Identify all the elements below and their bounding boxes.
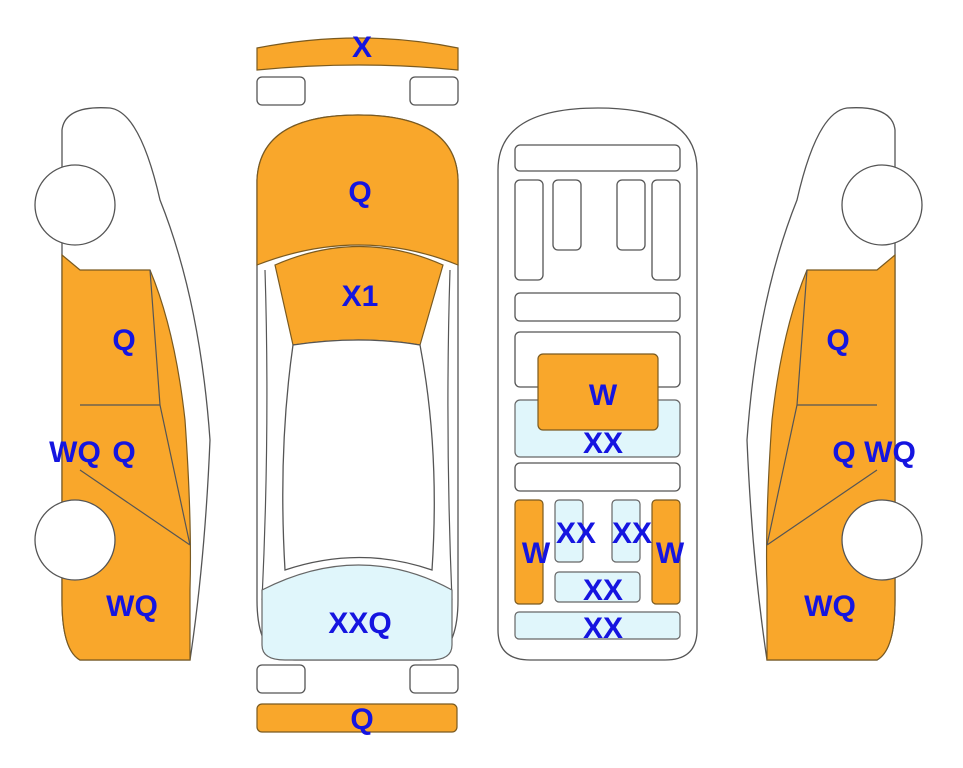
trunk-label: XX <box>583 612 623 645</box>
rear-left-pad[interactable] <box>514 499 544 605</box>
trunk-area[interactable] <box>514 611 681 640</box>
windshield-label: X1 <box>342 280 379 313</box>
hood[interactable] <box>256 114 459 266</box>
hood-label: Q <box>348 176 371 209</box>
rear-left-light <box>256 664 306 694</box>
left-side-car: Q Q WQ WQ <box>34 107 211 661</box>
front-right-light <box>409 76 459 106</box>
right-side-car: Q Q WQ WQ <box>746 107 923 661</box>
left-front-wheel <box>34 164 116 246</box>
rear-right-seat[interactable] <box>611 499 641 563</box>
center-console-label: W <box>589 379 618 412</box>
left-rear-wheel <box>34 499 116 581</box>
rear-right-pad-label: W <box>656 537 685 570</box>
right-front-door-label: Q <box>826 324 849 357</box>
rear-right-pad[interactable] <box>651 499 681 605</box>
front-bumper-label: X <box>352 31 372 64</box>
rear-left-pad-label: W <box>522 537 551 570</box>
rear-bumper[interactable] <box>256 703 458 733</box>
rear-bumper-label: Q <box>350 703 373 736</box>
top-view-car: Q X1 XXQ <box>256 114 459 661</box>
rear-middle-seat-label: XX <box>583 574 623 607</box>
interior-view: XX W W W XX XX XX XX <box>497 107 698 661</box>
roof <box>282 339 435 571</box>
right-rear-quarter-label: WQ <box>804 590 856 623</box>
rear-left-seat-label: XX <box>556 517 596 550</box>
front-left-light <box>256 76 306 106</box>
rear-right-light <box>409 664 459 694</box>
right-rocker-label: WQ <box>864 436 916 469</box>
rear-window[interactable] <box>261 564 453 661</box>
rear-middle-seat[interactable] <box>554 571 641 603</box>
left-front-door-label: Q <box>112 324 135 357</box>
left-rear-quarter-label: WQ <box>106 590 158 623</box>
right-rear-door-label: Q <box>832 436 855 469</box>
left-rear-door-label: Q <box>112 436 135 469</box>
front-bumper[interactable] <box>256 37 459 71</box>
rear-right-seat-label: XX <box>612 517 652 550</box>
left-rocker-label: WQ <box>49 436 101 469</box>
rear-window-label: XXQ <box>328 607 391 640</box>
rear-left-seat[interactable] <box>554 499 584 563</box>
center-console[interactable] <box>537 353 659 431</box>
front-seat-label: XX <box>583 427 623 460</box>
